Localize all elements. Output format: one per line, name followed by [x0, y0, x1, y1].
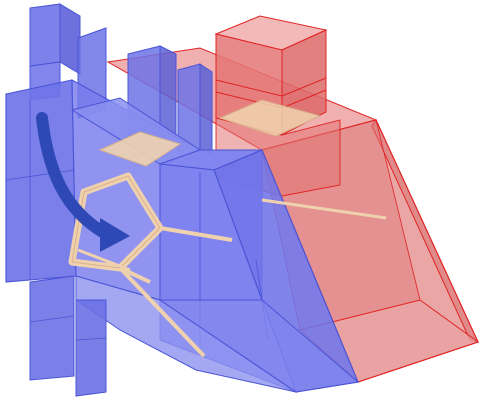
beige-rod-2 — [118, 266, 206, 358]
blue-volume — [5, 3, 360, 397]
red-cube-rim-4 — [281, 89, 327, 109]
beige-rod-3 — [119, 266, 151, 284]
arrow-head — [100, 218, 130, 252]
beige-panels — [68, 99, 387, 358]
blue-leg2-front — [75, 299, 107, 397]
beige-rod-4 — [77, 248, 131, 272]
red-cube-rim-1 — [215, 79, 283, 97]
blue-floor-right — [158, 299, 360, 393]
red-cube-rim-2 — [281, 77, 327, 97]
blue-main-front — [5, 79, 77, 283]
red-volume — [106, 15, 480, 383]
beige-plate-top — [98, 131, 182, 167]
curved-arrow-icon — [36, 112, 130, 252]
blue-leg-front — [29, 275, 75, 381]
beige-rod-5 — [261, 198, 387, 220]
arrow-body — [36, 112, 112, 240]
beige-plate-red — [218, 99, 322, 137]
blue-leg2-seam — [75, 337, 107, 341]
blue-column4-side — [199, 63, 213, 157]
beige-rod-1 — [159, 226, 233, 242]
blue-column-front — [29, 3, 61, 67]
blue-leg-seam — [29, 315, 75, 323]
blue-main-seam-1 — [5, 169, 75, 181]
beige-frame-inner — [71, 175, 161, 269]
blue-column-side — [59, 3, 81, 75]
